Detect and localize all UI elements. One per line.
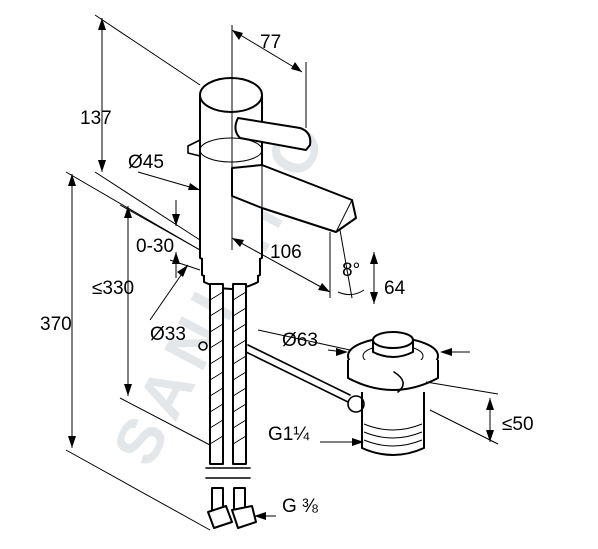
- label-diameter-drain: Ø63: [282, 330, 318, 351]
- label-spout-reach: 106: [270, 242, 302, 263]
- label-adjust-range: 0-30: [136, 236, 174, 257]
- label-diameter-base: Ø33: [150, 324, 186, 345]
- label-angle: 8°: [342, 260, 360, 281]
- drain-assembly: [198, 331, 439, 456]
- label-spout-height: 64: [384, 278, 406, 299]
- label-height-top: 137: [80, 108, 112, 129]
- label-hose-thread: G ⅜: [282, 496, 318, 517]
- faucet-base-and-hoses: [201, 258, 261, 529]
- label-drain-thread: G1¼: [268, 424, 310, 445]
- label-total-height: 370: [40, 314, 72, 335]
- label-drain-height: ≤50: [502, 414, 534, 435]
- label-max-height: ≤330: [92, 278, 134, 299]
- label-handle-length: 77: [260, 32, 281, 53]
- dimension-lines: [65, 14, 499, 531]
- dimension-labels: 77 137 Ø45 0-30 106 8° 64 ≤330 370 Ø33 Ø…: [40, 32, 534, 517]
- label-diameter-body: Ø45: [128, 152, 164, 173]
